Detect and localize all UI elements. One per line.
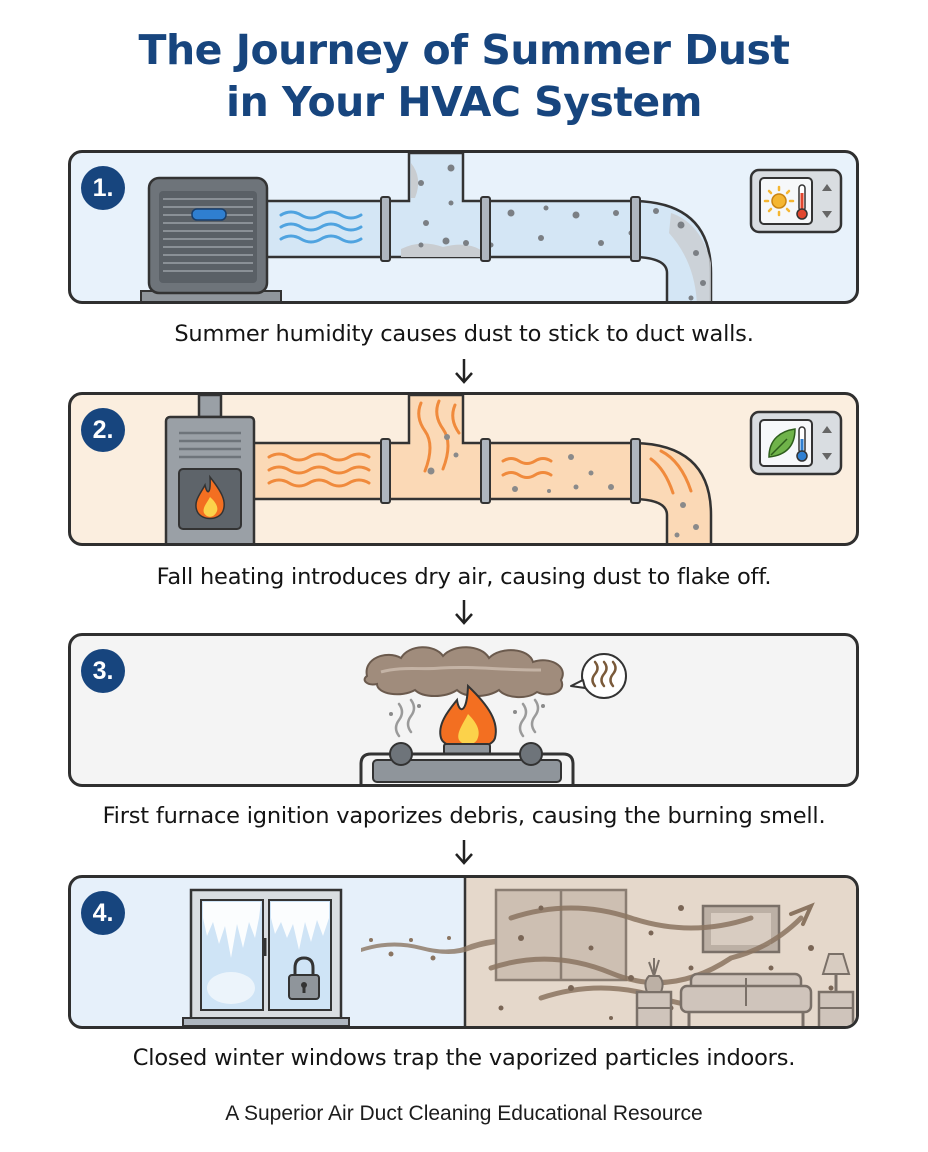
step-1-badge: 1. — [81, 166, 125, 210]
particle-stream — [361, 936, 521, 961]
tv-icon — [701, 904, 781, 954]
step-2-badge: 2. — [81, 408, 125, 452]
step-3-illustration — [359, 646, 627, 784]
thermostat-sun-icon — [749, 168, 843, 234]
ac-unit-icon — [140, 176, 282, 301]
vase-icon — [635, 958, 673, 1026]
arrow-down-icon — [455, 600, 473, 625]
couch-icon — [679, 972, 813, 1026]
step-3-badge: 3. — [81, 649, 125, 693]
furnace-icon — [164, 395, 256, 543]
step-2-illustration — [164, 395, 843, 543]
step-1-caption: Summer humidity causes dust to stick to … — [174, 321, 754, 347]
padlock-icon — [288, 956, 320, 1000]
title-line-1: The Journey of Summer Dust — [138, 26, 790, 74]
cool-air-waves — [279, 210, 363, 244]
dust-flakes — [427, 434, 699, 538]
step-3-caption: First furnace ignition vaporizes debris,… — [102, 803, 826, 829]
dust-particles — [418, 164, 706, 301]
frosted-window-icon — [182, 888, 350, 1026]
step-1-illustration — [140, 153, 843, 301]
step-4-panel: 4. — [68, 875, 859, 1029]
step-4-caption: Closed winter windows trap the vaporized… — [132, 1045, 796, 1071]
arrow-down-icon — [455, 840, 473, 865]
smell-bubble-icon — [570, 653, 627, 699]
step-2-panel: 2. — [68, 392, 859, 546]
warm-air-waves — [267, 399, 693, 495]
step-3-panel: 3. — [68, 633, 859, 787]
smoke-cloud-icon — [363, 646, 564, 698]
lamp-icon — [817, 953, 855, 1026]
arrow-down-icon — [455, 359, 473, 384]
fume-swirls — [394, 698, 540, 738]
footer-credit: A Superior Air Duct Cleaning Educational… — [225, 1102, 703, 1125]
thermostat-leaf-icon — [749, 410, 843, 476]
step-1-panel: 1. — [68, 150, 859, 304]
title-line-2: in Your HVAC System — [226, 78, 702, 126]
step-2-caption: Fall heating introduces dry air, causing… — [156, 564, 772, 590]
burner-icon — [359, 742, 575, 784]
step-4-badge: 4. — [81, 891, 125, 935]
room-window-frame — [494, 888, 628, 982]
step-4-illustration — [182, 878, 856, 1026]
duct-system — [249, 395, 713, 543]
flame-icon — [439, 683, 497, 750]
duct-system — [252, 153, 713, 301]
page-title: The Journey of Summer Dust in Your HVAC … — [0, 24, 928, 128]
